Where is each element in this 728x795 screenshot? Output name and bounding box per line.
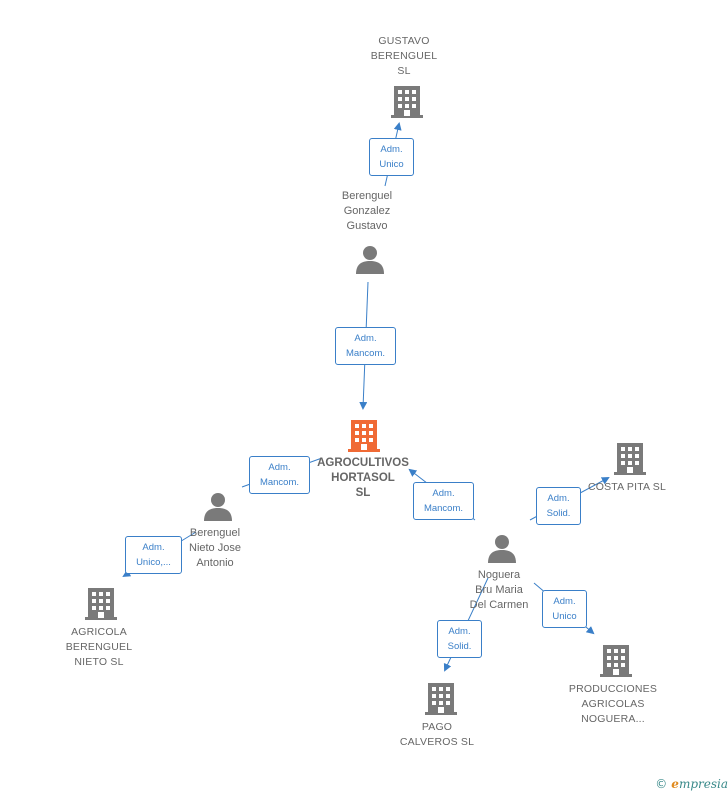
node-label-berenguel-gonzalez-gustavo[interactable]: Berenguel Gonzalez Gustavo xyxy=(341,190,393,232)
edge-badge-adm-mancom[interactable]: Adm. Mancom. xyxy=(413,482,474,520)
main-company-building-icon[interactable] xyxy=(348,418,380,452)
node-label-berenguel-nieto-jose-antonio[interactable]: Berenguel Nieto Jose Antonio xyxy=(189,527,241,569)
brand-name: mpresia xyxy=(678,777,728,791)
building-icon[interactable] xyxy=(614,441,646,475)
building-icon[interactable] xyxy=(425,681,457,715)
person-icon[interactable] xyxy=(203,491,233,521)
brand-logo-e: e xyxy=(671,777,679,791)
edge-badge-adm-mancom[interactable]: Adm. Mancom. xyxy=(335,327,396,365)
node-label-gustavo-berenguel-sl[interactable]: GUSTAVO BERENGUEL SL xyxy=(370,35,438,77)
building-icon[interactable] xyxy=(85,586,117,620)
copyright-symbol: © xyxy=(655,777,668,791)
edge-badge-adm-unico[interactable]: Adm. Unico xyxy=(369,138,414,176)
person-icon[interactable] xyxy=(487,533,517,563)
node-label-agrocultivos-hortasol-sl[interactable]: AGROCULTIVOS HORTASOL SL xyxy=(317,457,409,499)
person-icon[interactable] xyxy=(355,244,385,274)
node-label-producciones-agricolas-noguera[interactable]: PRODUCCIONES AGRICOLAS NOGUERA... xyxy=(568,683,658,725)
node-label-agricola-berenguel-nieto-sl[interactable]: AGRICOLA BERENGUEL NIETO SL xyxy=(65,626,133,668)
edge-badge-adm-solid[interactable]: Adm. Solid. xyxy=(437,620,482,658)
brand-footer: ©empresia xyxy=(655,777,728,791)
building-icon[interactable] xyxy=(600,643,632,677)
node-label-costa-pita-sl[interactable]: COSTA PITA SL xyxy=(587,481,667,493)
node-label-pago-calveros-sl[interactable]: PAGO CALVEROS SL xyxy=(399,721,475,748)
building-icon[interactable] xyxy=(391,84,423,118)
edge-badge-adm-unico-etc[interactable]: Adm. Unico,... xyxy=(125,536,182,574)
node-label-noguera-bru-maria-del-carmen[interactable]: Noguera Bru Maria Del Carmen xyxy=(469,569,529,611)
edge-badge-adm-mancom[interactable]: Adm. Mancom. xyxy=(249,456,310,494)
edge-badge-adm-solid[interactable]: Adm. Solid. xyxy=(536,487,581,525)
edge-badge-adm-unico[interactable]: Adm. Unico xyxy=(542,590,587,628)
